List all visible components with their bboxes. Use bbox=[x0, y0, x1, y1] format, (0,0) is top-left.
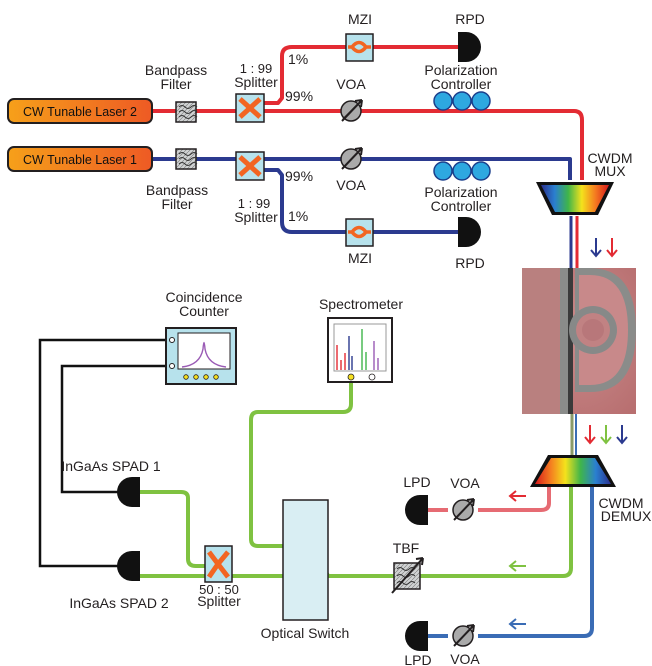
cwdm-mux[interactable] bbox=[536, 182, 614, 215]
bandpass-filter-bottom[interactable] bbox=[175, 148, 198, 170]
splitter-1-99-bottom[interactable] bbox=[235, 151, 265, 181]
polarization-bottom-label-1: Polarization bbox=[424, 184, 497, 200]
mzi-bottom-label: MZI bbox=[348, 250, 372, 266]
coincidence-label-2: Counter bbox=[179, 303, 229, 319]
splitter-detection-ratio: 50 : 50 bbox=[199, 582, 239, 597]
laser-1-label: CW Tunable Laser 1 bbox=[23, 153, 137, 167]
cwdm-demux[interactable] bbox=[530, 455, 616, 487]
splitter-bottom-label: Splitter bbox=[234, 209, 278, 225]
voa-red-label: VOA bbox=[450, 475, 480, 491]
demux-blue-fiber bbox=[428, 487, 594, 638]
bandpass-filter-top[interactable] bbox=[175, 101, 198, 123]
splitter-1-99-top[interactable] bbox=[235, 93, 265, 123]
lpd-red[interactable] bbox=[405, 495, 428, 525]
voa-top-label: VOA bbox=[336, 76, 366, 92]
spad-2-label: InGaAs SPAD 2 bbox=[69, 595, 169, 611]
microring-chip-image bbox=[522, 268, 636, 414]
voa-red-output[interactable] bbox=[452, 498, 475, 521]
blue-fiber bbox=[152, 157, 572, 234]
voa-blue-output[interactable] bbox=[452, 624, 475, 647]
polarization-top-label-2: Controller bbox=[431, 76, 492, 92]
voa-blue-label: VOA bbox=[450, 651, 480, 666]
mux-label-1: CWDM bbox=[587, 150, 632, 166]
rpd-top-label: RPD bbox=[455, 11, 485, 27]
optical-switch[interactable] bbox=[282, 499, 329, 621]
polarization-top-label-1: Polarization bbox=[424, 62, 497, 78]
voa-bottom[interactable] bbox=[340, 147, 363, 170]
mzi-bottom[interactable] bbox=[345, 218, 374, 247]
polarization-controller-top[interactable] bbox=[433, 91, 491, 111]
demux-label-2: DEMUX bbox=[601, 508, 652, 524]
rpd-bottom[interactable] bbox=[458, 217, 481, 247]
lpd-blue[interactable] bbox=[405, 621, 428, 651]
splitter-top-ratio: 1 : 99 bbox=[240, 61, 273, 76]
tbf-filter[interactable] bbox=[391, 557, 424, 594]
polarization-controller-bottom[interactable] bbox=[433, 161, 491, 181]
rpd-bottom-label: RPD bbox=[455, 255, 485, 271]
ingaas-spad-1[interactable] bbox=[117, 477, 140, 507]
splitter-50-50[interactable] bbox=[204, 545, 233, 583]
laser-2-label: CW Tunable Laser 2 bbox=[23, 105, 137, 119]
percent-bottom-99: 99% bbox=[285, 168, 313, 184]
polarization-bottom-label-2: Controller bbox=[431, 198, 492, 214]
red-fiber bbox=[152, 45, 584, 180]
mzi-top[interactable] bbox=[345, 33, 374, 62]
demux-red-fiber bbox=[428, 487, 551, 512]
direction-arrows bbox=[508, 238, 628, 630]
coincidence-cables bbox=[38, 338, 166, 568]
voa-bottom-label: VOA bbox=[336, 177, 366, 193]
cw-tunable-laser-2[interactable]: CW Tunable Laser 2 bbox=[7, 98, 153, 124]
coincidence-label-1: Coincidence bbox=[165, 289, 242, 305]
spectrometer-label: Spectrometer bbox=[319, 296, 403, 312]
demux-label-1: CWDM bbox=[598, 495, 643, 511]
rpd-top[interactable] bbox=[458, 32, 481, 62]
optical-switch-label: Optical Switch bbox=[261, 625, 350, 641]
bandpass-bottom-label-2: Filter bbox=[161, 196, 192, 212]
percent-bottom-1: 1% bbox=[288, 208, 308, 224]
bandpass-top-label-1: Bandpass bbox=[145, 62, 207, 78]
splitter-top-label: Splitter bbox=[234, 74, 278, 90]
spectrometer[interactable] bbox=[327, 317, 393, 383]
mzi-top-label: MZI bbox=[348, 11, 372, 27]
percent-top-1: 1% bbox=[288, 51, 308, 67]
bandpass-top-label-2: Filter bbox=[160, 76, 191, 92]
mux-label-2: MUX bbox=[594, 163, 626, 179]
bandpass-bottom-label-1: Bandpass bbox=[146, 182, 208, 198]
percent-top-99: 99% bbox=[285, 88, 313, 104]
cw-tunable-laser-1[interactable]: CW Tunable Laser 1 bbox=[7, 146, 153, 172]
ingaas-spad-2[interactable] bbox=[117, 551, 140, 581]
spad-1-label: InGaAs SPAD 1 bbox=[61, 458, 161, 474]
lpd-red-label: LPD bbox=[403, 474, 430, 490]
tbf-label: TBF bbox=[393, 540, 419, 556]
splitter-bottom-ratio: 1 : 99 bbox=[238, 196, 271, 211]
demux-green-fiber bbox=[140, 380, 573, 578]
lpd-blue-label: LPD bbox=[404, 652, 431, 666]
coincidence-counter[interactable] bbox=[165, 327, 237, 385]
voa-top[interactable] bbox=[340, 99, 363, 122]
splitter-detection-label: Splitter bbox=[197, 593, 241, 609]
